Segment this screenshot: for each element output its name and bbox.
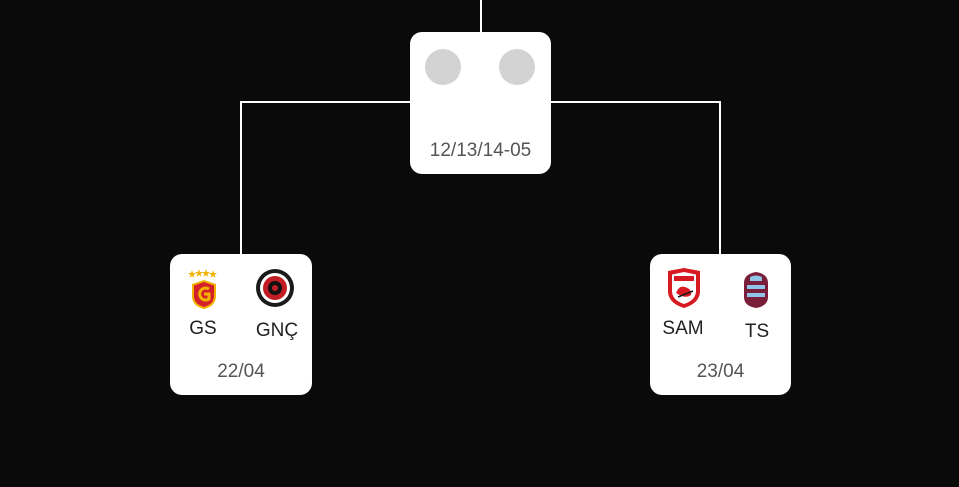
- connector-left-horizontal: [240, 101, 410, 103]
- connector-left-vertical: [240, 101, 242, 254]
- semifinal-left-date: 22/04: [217, 361, 265, 382]
- connector-right-vertical: [719, 101, 721, 254]
- samsunspor-crest-icon: [668, 268, 700, 308]
- final-match-date: 12/13/14-05: [429, 140, 532, 161]
- semifinal-left-card[interactable]: GS GNÇ 22/04: [170, 254, 312, 395]
- trabzonspor-crest-icon: [744, 272, 768, 308]
- team-abbr-ts: TS: [744, 321, 770, 342]
- semifinal-right-date: 23/04: [696, 361, 745, 382]
- final-team-placeholder-home: [425, 49, 461, 85]
- connector-top-stem: [480, 0, 482, 32]
- final-team-placeholder-away: [499, 49, 535, 85]
- team-abbr-gs: GS: [189, 318, 217, 339]
- team-abbr-sam: SAM: [662, 318, 704, 339]
- galatasaray-crest-icon: [188, 269, 217, 309]
- team-abbr-gnc: GNÇ: [255, 320, 299, 341]
- connector-right-horizontal: [551, 101, 721, 103]
- genclerbirligi-crest-icon: [256, 269, 294, 307]
- final-match-card[interactable]: 12/13/14-05: [410, 32, 551, 174]
- semifinal-right-card[interactable]: SAM TS 23/04: [650, 254, 791, 395]
